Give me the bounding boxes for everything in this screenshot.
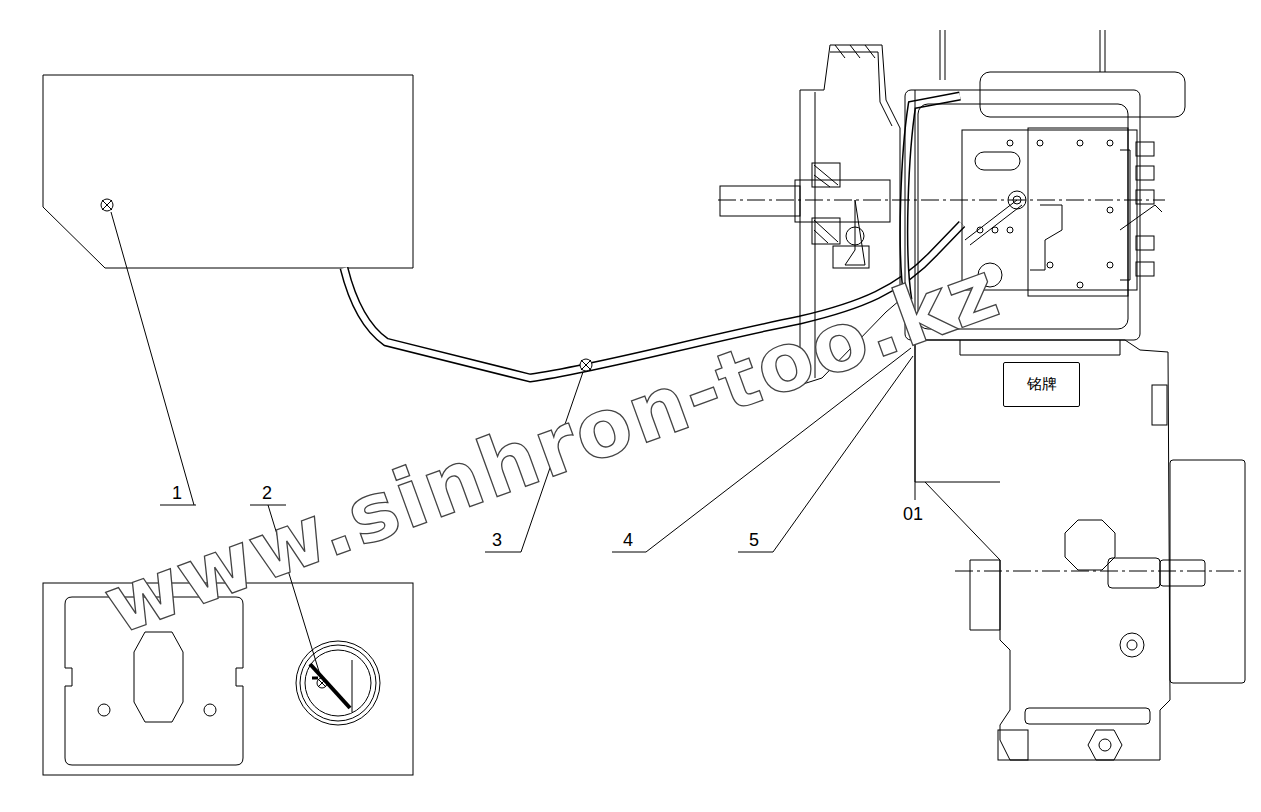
instrument-panel	[204, 704, 216, 716]
control-box	[102, 200, 112, 210]
gear-housing	[1136, 142, 1154, 156]
cable	[580, 359, 592, 371]
gauge	[296, 641, 380, 725]
shaft	[795, 180, 890, 222]
gauge	[312, 677, 318, 680]
gear-housing	[1107, 262, 1113, 268]
lower-housing	[1088, 730, 1122, 760]
flange	[835, 45, 875, 58]
shaft	[833, 246, 869, 268]
lower-housing	[925, 482, 1000, 630]
gear-housing	[1007, 227, 1013, 233]
gauge	[317, 678, 327, 688]
gear-housing	[940, 30, 1105, 80]
gear-housing	[992, 227, 998, 233]
gauge	[318, 679, 326, 687]
gear-housing	[965, 200, 1022, 245]
instrument-panel	[98, 704, 110, 716]
lower-housing	[998, 730, 1028, 760]
cable	[581, 360, 591, 370]
gear-housing	[1120, 205, 1162, 230]
lower-housing	[1127, 640, 1137, 650]
gear-housing	[1037, 140, 1043, 146]
shaft	[718, 163, 1165, 268]
lower-housing	[1099, 739, 1111, 751]
watermark: www.sinhron-too.kz	[92, 241, 1011, 652]
gauge	[310, 664, 350, 708]
gauge	[300, 645, 376, 721]
gear-housing	[1028, 128, 1128, 296]
lower-housing	[1108, 558, 1160, 588]
gear-housing	[1107, 140, 1113, 146]
gear-housing	[1136, 190, 1154, 204]
callout-number: 1	[172, 484, 182, 502]
gauge	[305, 650, 371, 716]
lower-housing	[955, 571, 1245, 572]
callout-number: 3	[492, 531, 502, 549]
gauge	[352, 660, 353, 712]
gear-housing	[977, 227, 983, 233]
nameplate-text: 铭牌	[1027, 375, 1057, 394]
callout-number: 4	[623, 531, 633, 549]
lower-housing	[1160, 560, 1205, 586]
lower-housing	[915, 90, 1245, 760]
gear-housing	[1030, 205, 1062, 270]
control-box	[43, 75, 413, 268]
lower-housing	[1025, 708, 1150, 724]
lower-housing	[915, 340, 1170, 760]
lower-housing	[1152, 385, 1167, 425]
gear-housing	[975, 152, 1020, 170]
shaft	[845, 200, 865, 265]
control-box	[101, 199, 113, 211]
callout-number: 5	[749, 531, 759, 549]
gear-housing	[1007, 140, 1013, 146]
gauge	[296, 641, 380, 725]
shaft	[718, 200, 1165, 201]
gear-housing	[1077, 282, 1083, 288]
gear-housing	[1107, 207, 1113, 213]
gear-housing	[1136, 236, 1154, 250]
gear-housing	[1047, 262, 1053, 268]
gear-housing	[1136, 262, 1154, 276]
nameplate-box: 铭牌	[1003, 362, 1080, 407]
gear-housing	[1120, 150, 1130, 280]
gear-housing	[1077, 140, 1083, 146]
control-box	[43, 75, 413, 268]
shaft	[814, 165, 838, 243]
lower-housing	[1120, 633, 1144, 657]
part-code: 01	[903, 505, 923, 523]
gear-housing	[1136, 166, 1154, 180]
shaft	[720, 186, 800, 216]
gear-housing	[980, 72, 1185, 117]
leader-line	[111, 212, 196, 505]
lower-housing	[960, 340, 1120, 355]
